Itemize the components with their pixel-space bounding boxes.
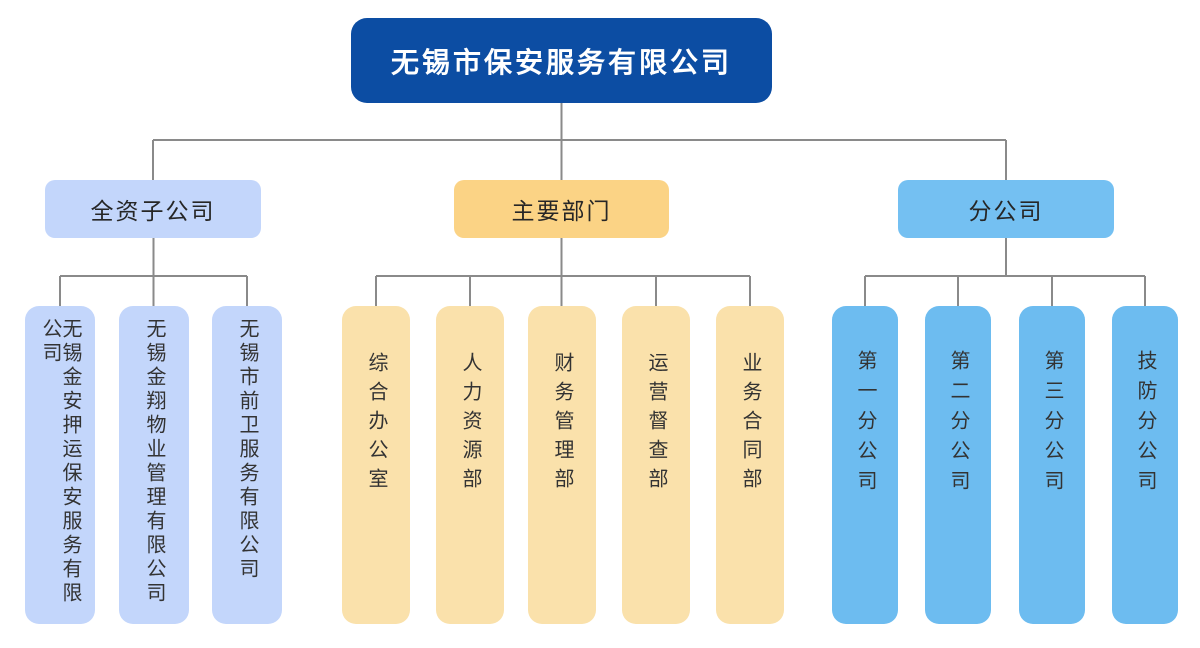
org-node-branch-2: 第二分公司 — [925, 306, 991, 624]
org-node-subsidiary-3: 无锡市前卫服务有限公司 — [212, 306, 282, 624]
org-node-subsidiary-1: 无锡金安押运保安服务有限公司 — [25, 306, 95, 624]
org-node-department-5: 业务合同部 — [716, 306, 784, 624]
org-node-label: 第一分公司 — [854, 350, 876, 500]
org-node-department-4: 运营督查部 — [622, 306, 690, 624]
org-node-label: 运营督查部 — [645, 352, 667, 497]
org-node-branch-4: 技防分公司 — [1112, 306, 1178, 624]
org-node-label: 无锡金安押运保安服务有限公司 — [39, 318, 81, 606]
org-node-label: 技防分公司 — [1134, 350, 1156, 500]
org-node-label: 财务管理部 — [551, 352, 573, 497]
org-node-label: 第三分公司 — [1041, 350, 1063, 500]
group-header-departments: 主要部门 — [454, 180, 669, 238]
org-node-label: 无锡市前卫服务有限公司 — [236, 318, 258, 582]
org-node-department-1: 综合办公室 — [342, 306, 410, 624]
org-node-label: 人力资源部 — [459, 352, 481, 497]
org-node-label: 第二分公司 — [947, 350, 969, 500]
org-node-label: 无锡金翔物业管理有限公司 — [143, 318, 165, 606]
group-header-subsidiaries: 全资子公司 — [45, 180, 261, 238]
org-node-branch-1: 第一分公司 — [832, 306, 898, 624]
group-header-branches: 分公司 — [898, 180, 1114, 238]
org-node-branch-3: 第三分公司 — [1019, 306, 1085, 624]
org-node-department-2: 人力资源部 — [436, 306, 504, 624]
root-company-node: 无锡市保安服务有限公司 — [351, 18, 772, 103]
org-node-subsidiary-2: 无锡金翔物业管理有限公司 — [119, 306, 189, 624]
org-node-label: 业务合同部 — [739, 352, 761, 497]
org-node-department-3: 财务管理部 — [528, 306, 596, 624]
org-node-label: 综合办公室 — [365, 352, 387, 497]
